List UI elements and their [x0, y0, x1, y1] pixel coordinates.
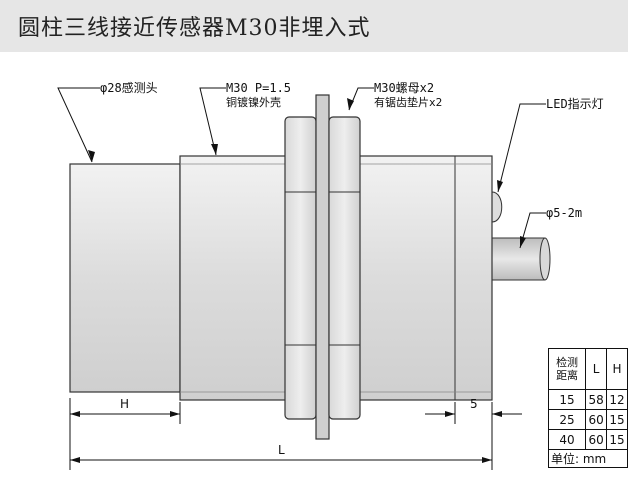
header-distance: 检测距离 — [547, 348, 587, 390]
header-h: H — [606, 348, 628, 390]
table-unit-row: 单位: mm — [548, 449, 628, 468]
spec-table: 检测距离 L H 15 58 12 25 60 15 40 60 15 单位: … — [547, 348, 628, 468]
dim-l: L — [278, 443, 285, 457]
title-bar: 圆柱三线接近传感器M30非埋入式 — [0, 0, 628, 52]
nut-right — [328, 116, 361, 420]
thread-label: M30 P=1.5 — [226, 81, 291, 95]
probe-head — [69, 163, 181, 393]
nut-label: M30螺母x2 — [374, 81, 434, 95]
washer-label: 有锯齿垫片x2 — [374, 95, 442, 109]
probe-label: φ28感测头 — [100, 80, 158, 95]
page-title: 圆柱三线接近传感器M30非埋入式 — [18, 16, 371, 41]
table-row: 15 58 12 — [547, 389, 628, 410]
dim-5: 5 — [470, 397, 478, 411]
cable-label: φ5-2m — [546, 206, 582, 220]
dim-h: H — [120, 397, 129, 411]
table-row: 40 60 15 — [547, 429, 628, 450]
unit-label: 单位: mm — [548, 449, 628, 468]
led-label: LED指示灯 — [546, 96, 604, 111]
nut-left — [284, 116, 317, 420]
header-l: L — [585, 348, 608, 390]
washer — [315, 94, 330, 440]
table-header-row: 检测距离 L H — [547, 348, 628, 390]
cable — [491, 237, 551, 281]
table-row: 25 60 15 — [547, 409, 628, 430]
led-indicator — [491, 191, 503, 223]
shell-label: 铜镀镍外壳 — [226, 95, 281, 109]
